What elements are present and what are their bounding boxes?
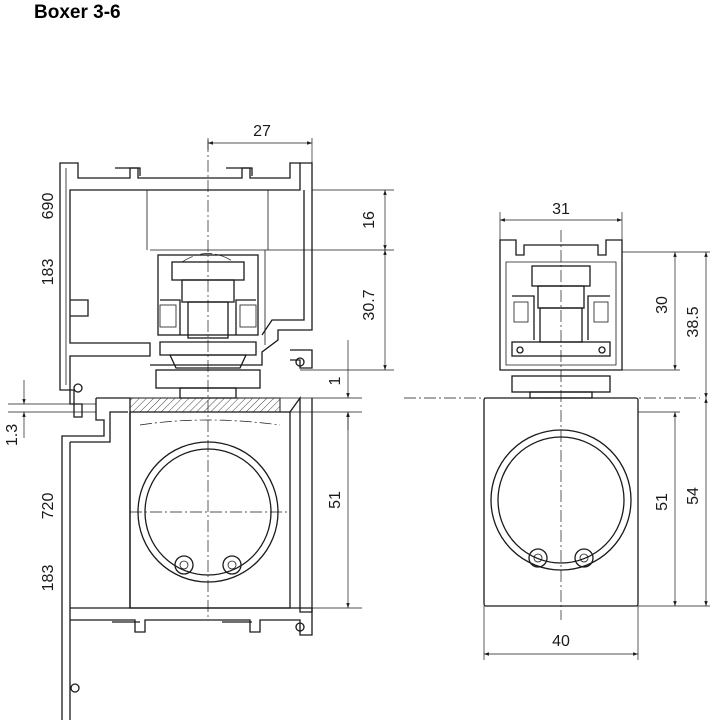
dim-40: 40: [552, 633, 570, 650]
label-720: 720: [40, 493, 57, 520]
right-view: 31 30 38.5 51 54 40: [404, 201, 710, 660]
dim-30: 30: [654, 296, 671, 314]
dim-30-7: 30.7: [361, 289, 378, 320]
dim-51-left: 51: [327, 491, 344, 509]
dim-51-right: 51: [654, 493, 671, 511]
label-690: 690: [40, 193, 57, 220]
dim-31: 31: [552, 201, 570, 218]
page-title: Boxer 3-6: [34, 2, 121, 23]
dim-27: 27: [253, 123, 271, 140]
dim-16: 16: [361, 211, 378, 229]
hatched-plate: [129, 397, 281, 413]
right-dimensions: 31 30 38.5 51 54 40: [483, 201, 710, 660]
left-view: 27 16 30.7 1 51 690 183 720 18: [4, 123, 394, 720]
label-183-bottom: 183: [40, 565, 57, 592]
label-183-top: 183: [40, 259, 57, 286]
upper-track-profile: [59, 162, 313, 418]
left-dimensions: 27 16 30.7 1 51 690 183 720 18: [4, 123, 394, 609]
dim-1-3: 1.3: [4, 424, 21, 446]
lower-box: [61, 395, 313, 720]
dim-1: 1: [327, 376, 344, 385]
dim-38-5: 38.5: [685, 306, 702, 337]
dim-54: 54: [685, 487, 702, 505]
